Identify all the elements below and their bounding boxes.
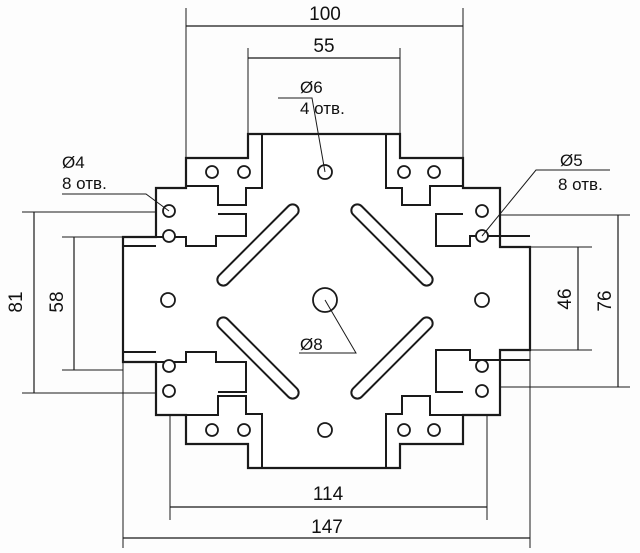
dim-76: 76 [595,290,616,311]
hole-small [427,165,441,179]
hole-bottom [317,422,333,438]
dim-147: 147 [311,517,343,538]
hole-small [475,384,489,398]
callout-d6-diameter: Ø6 [300,78,323,97]
diagonal-slots [216,203,434,400]
tab-lines [123,134,530,468]
leader-d6 [278,97,326,173]
dim-55: 55 [313,36,334,57]
callout-d5-count: 8 отв. [558,175,603,194]
hole-small [397,165,411,179]
leader-d5 [481,169,610,237]
hole-small [427,423,441,437]
hole-small [237,423,251,437]
hole-small [162,384,176,398]
dimension-lines [22,8,630,548]
dim-81: 81 [6,291,27,312]
slot-top-left [216,203,300,287]
hole-small [475,204,489,218]
callout-d4-diameter: Ø4 [62,153,85,172]
callout-d8-diameter: Ø8 [300,335,323,354]
dim-58: 58 [47,291,68,312]
leader-d8 [299,299,357,354]
hole-left [160,292,176,308]
leader-lines [62,97,610,354]
hole-small [397,423,411,437]
dim-46: 46 [555,288,576,309]
dim-114: 114 [313,484,344,505]
hole-small [205,165,219,179]
callout-d5-diameter: Ø5 [560,151,583,170]
slot-bottom-right [350,316,434,400]
hole-small [162,229,176,243]
hole-small [475,359,489,373]
callout-d4-count: 8 отв. [62,174,107,193]
hole-small [205,423,219,437]
slot-top-right [350,203,434,287]
hole-small [237,165,251,179]
leader-d4 [62,193,170,212]
holes [160,164,490,438]
dim-100: 100 [309,4,341,25]
hole-small [162,359,176,373]
hole-right [474,292,490,308]
callout-d6-count: 4 отв. [300,99,345,118]
